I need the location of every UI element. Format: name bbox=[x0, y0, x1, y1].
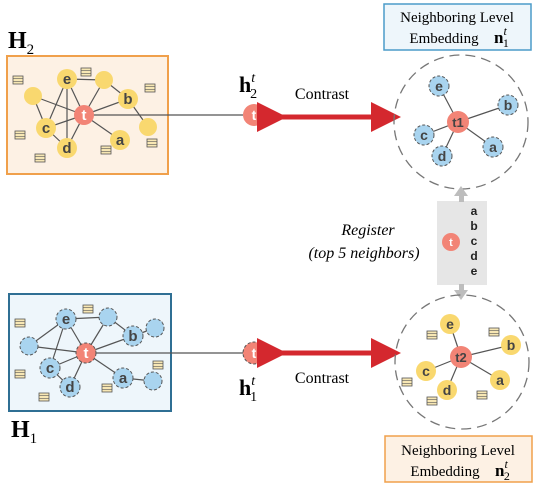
svg-text:t: t bbox=[84, 345, 89, 362]
svg-text:e: e bbox=[471, 264, 478, 278]
contrast-label-top: Contrast bbox=[295, 86, 350, 103]
node-top-e: e bbox=[57, 69, 77, 89]
svg-text:t2: t2 bbox=[455, 350, 467, 365]
neighbor-top-nodes: e b c d a t1 bbox=[413, 75, 519, 167]
panel-h1-title: H1 bbox=[11, 417, 37, 447]
svg-text:e: e bbox=[435, 78, 443, 94]
svg-text:d: d bbox=[443, 382, 452, 398]
neighbor-circle-bottom bbox=[394, 294, 530, 430]
node-bottom-b: b bbox=[122, 325, 144, 347]
svg-text:t: t bbox=[252, 107, 257, 123]
svg-text:t: t bbox=[252, 345, 257, 361]
node-bottom-t: t bbox=[75, 342, 97, 364]
node-top-c: c bbox=[36, 118, 56, 138]
neighbor-bottom-node-d: d bbox=[437, 380, 457, 400]
neighbor-bottom-node-a: a bbox=[490, 370, 510, 390]
register-box: t a b c d e bbox=[437, 201, 487, 285]
svg-text:d: d bbox=[65, 379, 74, 396]
neighbor-top-node-a: a bbox=[482, 136, 504, 158]
register-arrows bbox=[454, 186, 468, 300]
svg-text:d: d bbox=[438, 148, 447, 164]
svg-text:c: c bbox=[46, 360, 54, 377]
svg-text:d: d bbox=[62, 140, 71, 157]
svg-text:Neighboring Level: Neighboring Level bbox=[401, 443, 515, 459]
node-top-t: t bbox=[74, 105, 94, 125]
svg-text:Embedding: Embedding bbox=[409, 31, 479, 47]
svg-text:b: b bbox=[128, 328, 137, 345]
panel-h2-title: H2 bbox=[8, 28, 34, 58]
svg-text:nt2: nt2 bbox=[495, 457, 510, 483]
svg-text:c: c bbox=[471, 234, 478, 248]
neighbor-top-node-t1: t1 bbox=[447, 111, 469, 133]
neighbor-top-node-d: d bbox=[431, 145, 453, 167]
register-sublabel: (top 5 neighbors) bbox=[308, 245, 419, 262]
svg-text:nt1: nt1 bbox=[494, 24, 509, 50]
svg-text:b: b bbox=[470, 219, 477, 233]
neighbor-bottom-node-c: c bbox=[416, 361, 436, 381]
graph-bottom-nodes: e b c d a t bbox=[19, 307, 165, 398]
svg-text:e: e bbox=[62, 311, 70, 328]
neighbor-bottom-nodes: e b c d a t2 bbox=[416, 314, 521, 400]
svg-text:b: b bbox=[507, 337, 516, 353]
svg-text:a: a bbox=[489, 139, 497, 155]
svg-text:a: a bbox=[116, 132, 125, 149]
node-bottom-e: e bbox=[55, 308, 77, 330]
node-bottom-a: a bbox=[112, 367, 134, 389]
neighbor-top-node-e: e bbox=[428, 75, 450, 97]
node-top-a: a bbox=[110, 130, 130, 150]
node-bottom-d: d bbox=[59, 376, 81, 398]
contrast-label-bottom: Contrast bbox=[295, 370, 350, 387]
neighbor-top-node-c: c bbox=[413, 124, 435, 146]
svg-text:a: a bbox=[119, 370, 128, 387]
neighbor-bottom-node-b: b bbox=[501, 335, 521, 355]
svg-text:d: d bbox=[470, 249, 477, 263]
svg-text:t: t bbox=[82, 107, 87, 124]
node-top-d: d bbox=[57, 138, 77, 158]
neighbor-bottom-node-t2: t2 bbox=[450, 346, 472, 368]
svg-text:t: t bbox=[449, 237, 453, 249]
svg-text:b: b bbox=[504, 97, 513, 113]
svg-text:e: e bbox=[63, 71, 71, 88]
node-bottom-c: c bbox=[39, 357, 61, 379]
svg-text:Neighboring Level: Neighboring Level bbox=[400, 10, 514, 26]
svg-text:c: c bbox=[420, 127, 428, 143]
embedding-h1t: t bbox=[242, 341, 266, 365]
embedding-h2t: t bbox=[243, 104, 265, 126]
svg-text:b: b bbox=[123, 91, 132, 108]
svg-text:c: c bbox=[422, 363, 430, 379]
neighbor-top-node-b: b bbox=[497, 94, 519, 116]
svg-text:Embedding: Embedding bbox=[410, 464, 480, 480]
svg-text:c: c bbox=[42, 120, 50, 137]
register-label: Register bbox=[340, 222, 395, 239]
node-top-b: b bbox=[118, 89, 138, 109]
svg-text:a: a bbox=[496, 372, 504, 388]
neighbor-bottom-node-e: e bbox=[440, 314, 460, 334]
svg-text:e: e bbox=[446, 316, 454, 332]
svg-text:t1: t1 bbox=[452, 115, 464, 130]
svg-text:a: a bbox=[471, 204, 478, 218]
graph-top-nodes: e b c d a t bbox=[24, 69, 157, 158]
